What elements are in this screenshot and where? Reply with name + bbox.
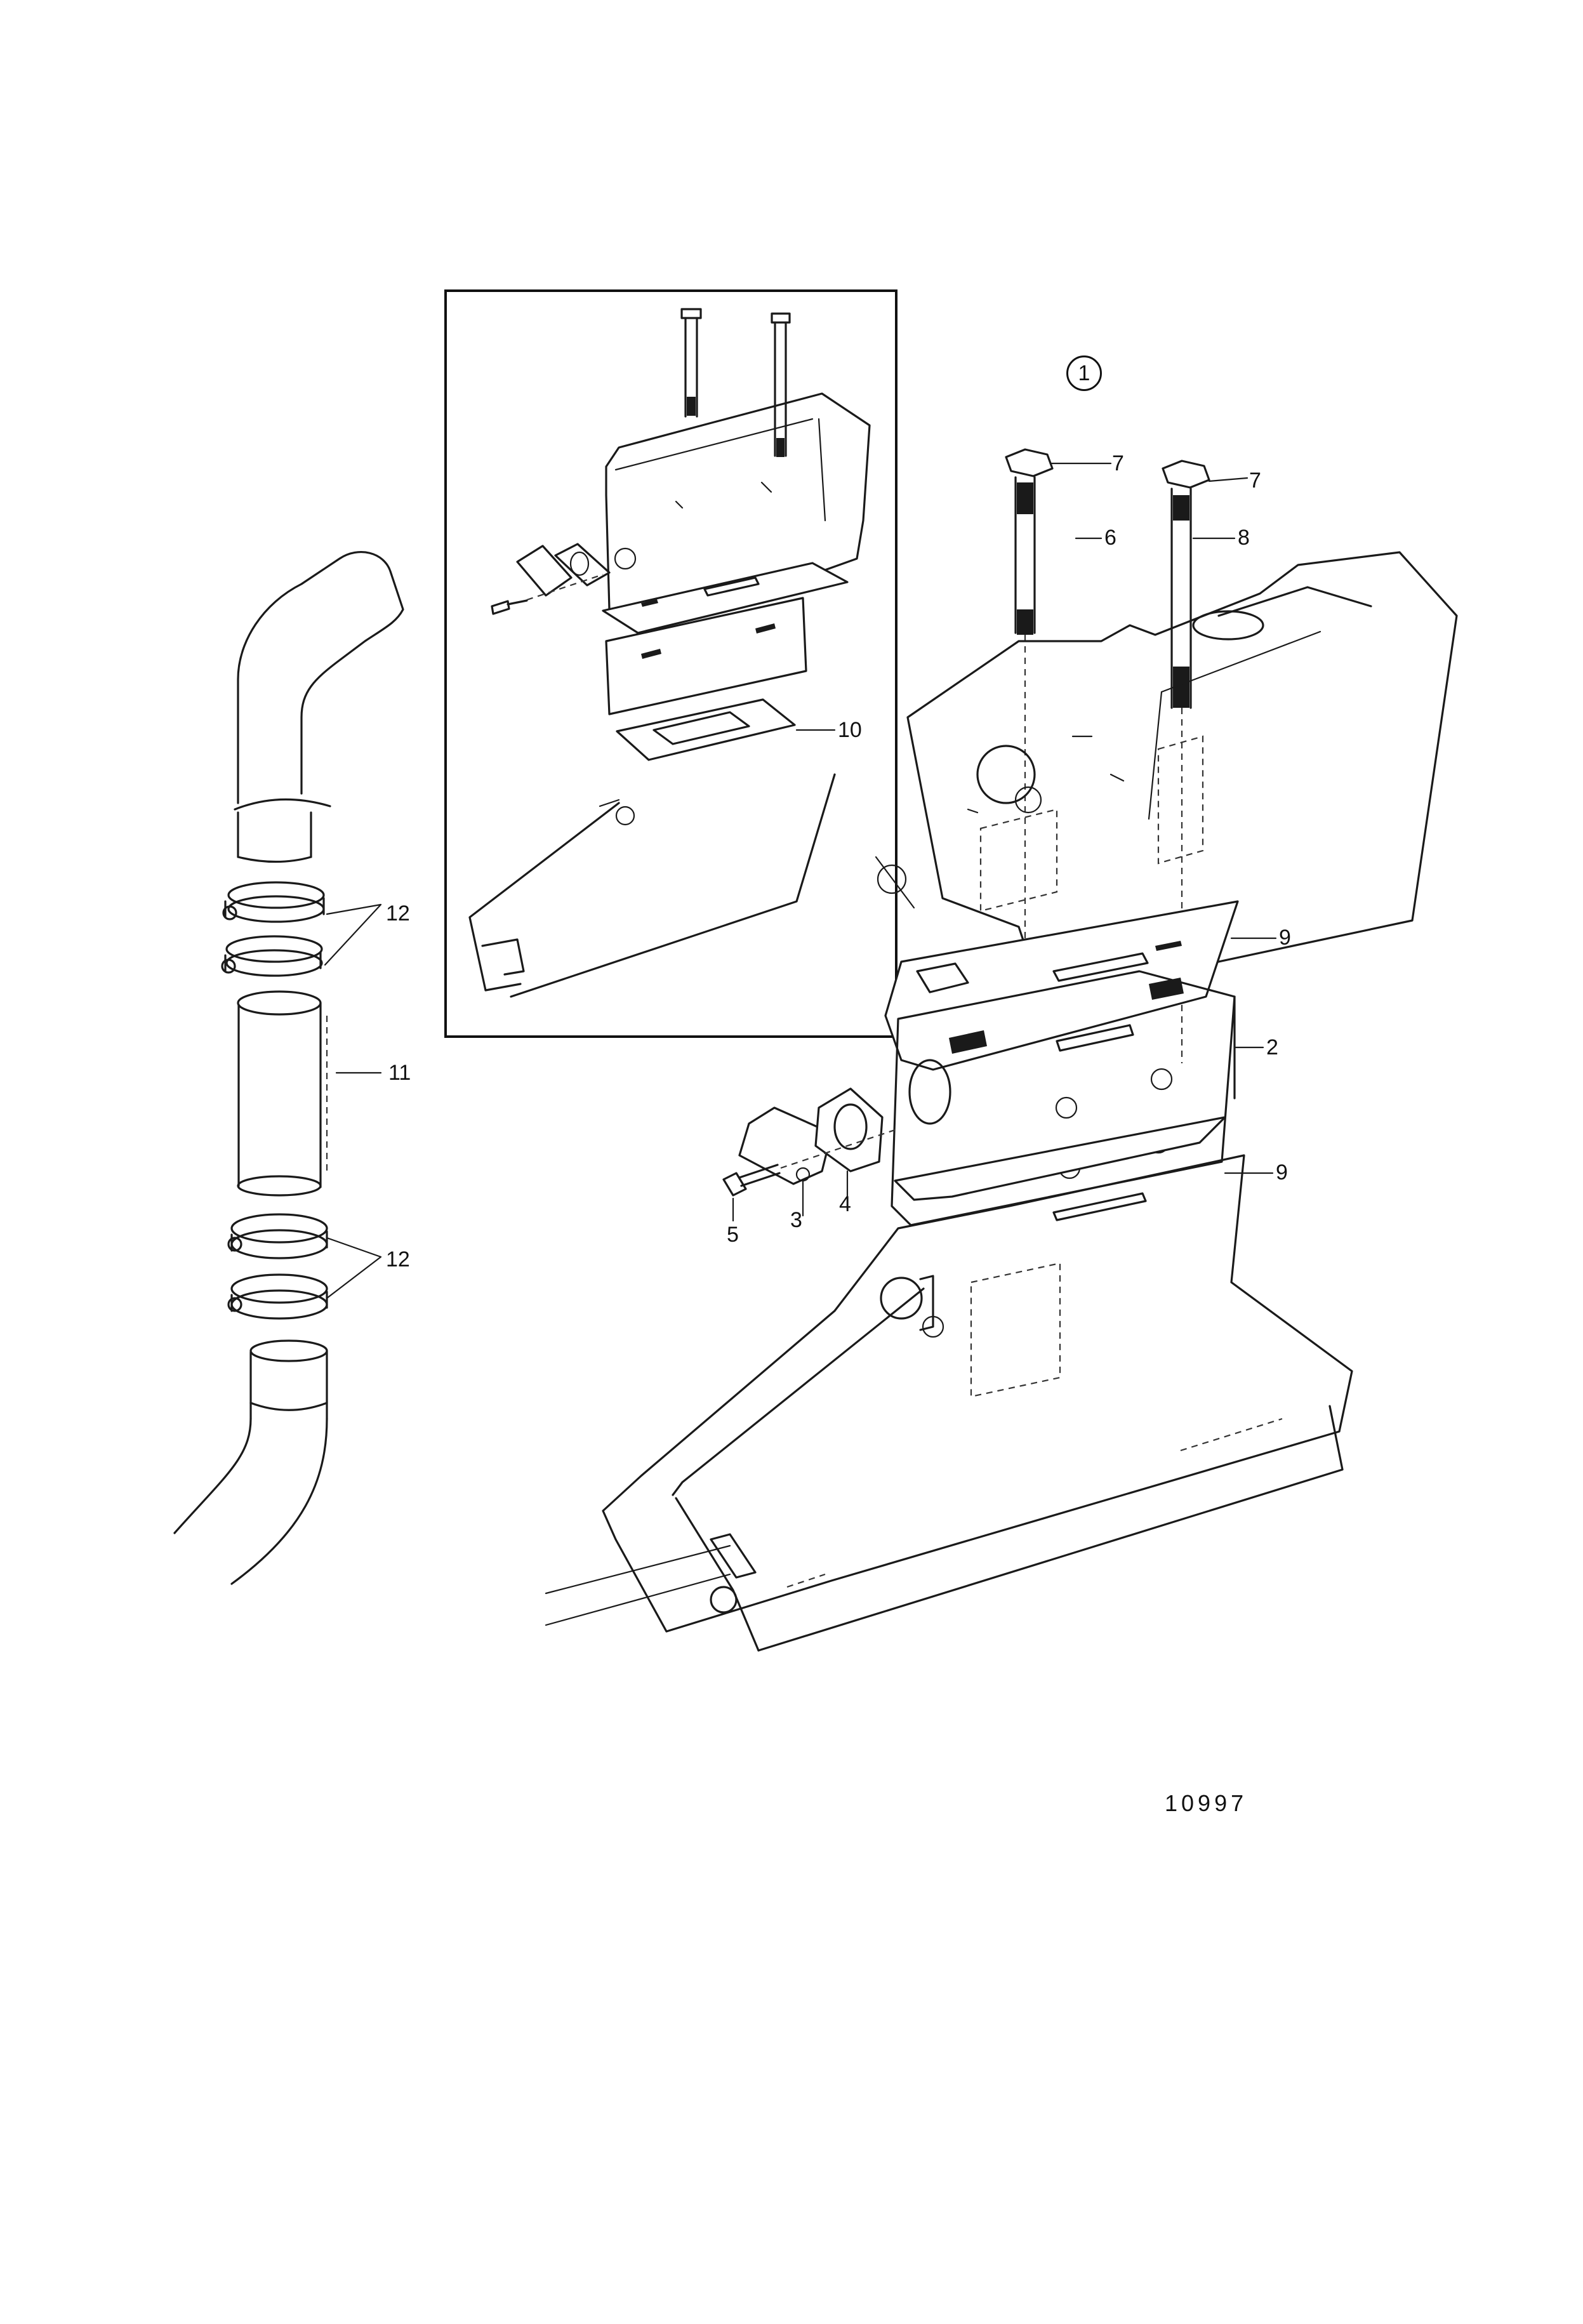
exhaust-pipe-bottom [173,1339,328,1585]
callout-5: 5 [727,1223,739,1247]
inset-detail-drawing [468,308,871,998]
inset-detail-frame [444,289,897,1038]
callout-9b: 9 [1276,1160,1288,1185]
exhaust-elbow [545,1154,1353,1652]
reference-circle-label: 1 [1066,355,1102,391]
callout-11: 11 [388,1061,411,1085]
stud-8 [1162,460,1210,1063]
gasket-9-upper [884,900,1239,1071]
callout-7b: 7 [1249,468,1261,493]
callout-12a: 12 [386,901,410,926]
hose-clamp-12-lower-b [227,1273,328,1320]
callout-4: 4 [839,1192,851,1216]
hose-clamp-12-upper-a [222,881,325,923]
figure-number: 10997 [1165,1790,1248,1816]
callout-12b: 12 [386,1247,410,1272]
callout-2: 2 [1266,1035,1278,1059]
hose-clamp-12-lower-a [227,1213,328,1259]
callout-9a: 9 [1279,926,1291,950]
stud-6 [1005,448,1054,1041]
screw-5 [722,1129,896,1197]
callout-8: 8 [1238,526,1250,550]
gasket-9-lower [894,1116,1226,1221]
callout-10: 10 [838,718,862,742]
callout-3: 3 [790,1208,802,1232]
hose-clamp-12-upper-b [221,935,323,977]
callout-7a: 7 [1112,451,1124,475]
callout-6: 6 [1104,526,1116,550]
gasket-4 [814,1087,884,1172]
cover-plate-3 [738,1106,833,1185]
leader-lines [324,462,1277,1299]
hose-11 [237,990,328,1197]
hose-elbow-top [234,551,404,863]
